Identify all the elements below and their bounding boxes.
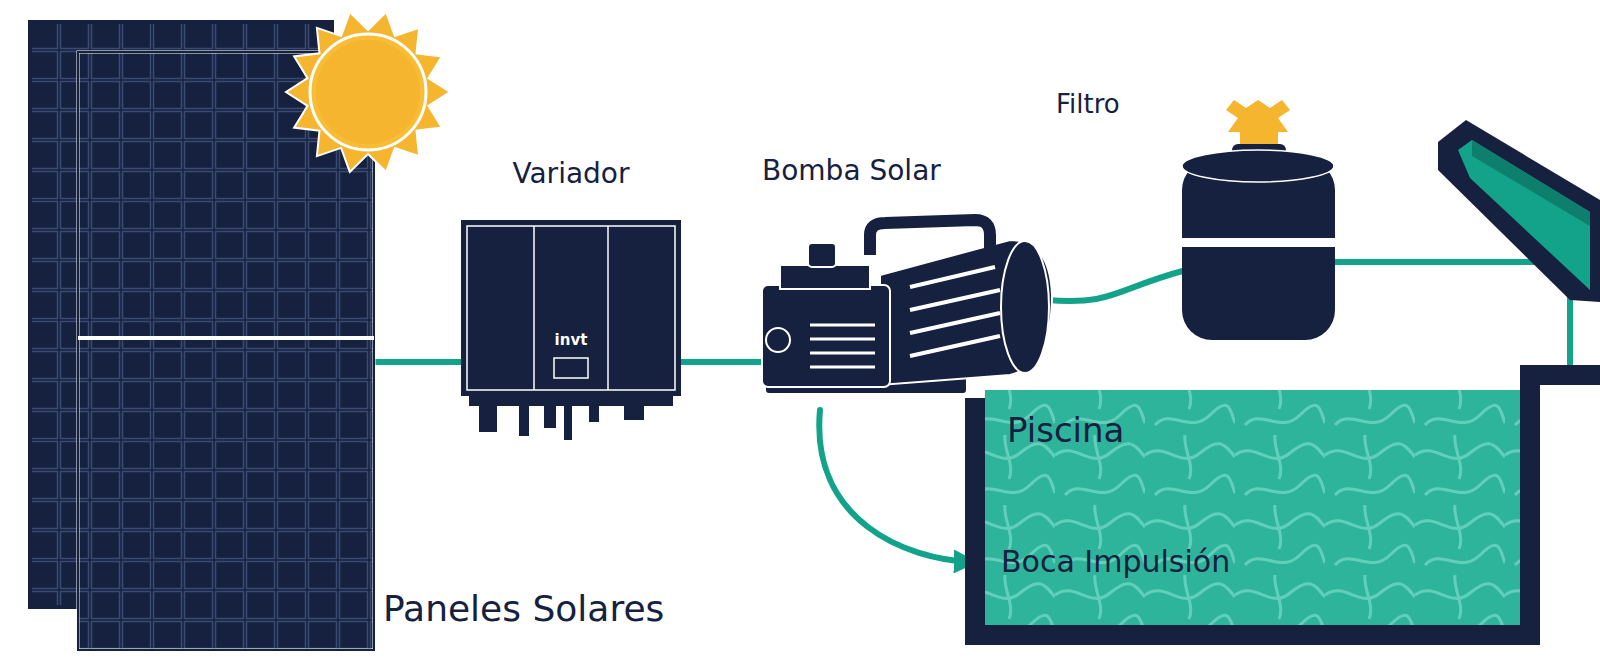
- water-pipe: [1047, 270, 1186, 301]
- component-label: Variador: [512, 158, 629, 190]
- power-cable: [681, 359, 764, 365]
- solar-pump: Bomba Solar: [760, 215, 1055, 420]
- pool: PiscinaBoca Impulsión: [965, 365, 1600, 645]
- component-label: Bomba Solar: [762, 155, 941, 187]
- filter-tank-art: [1182, 100, 1335, 345]
- variador-inverter: Variadorinvt: [459, 218, 683, 440]
- variador-inverter-art: [459, 218, 683, 440]
- brand-mark: invt: [555, 332, 588, 349]
- component-label: Filtro: [1056, 90, 1120, 120]
- inlet-label: Boca Impulsión: [1001, 545, 1230, 580]
- water-pipe: [1333, 262, 1570, 369]
- component-label: Paneles Solares: [383, 588, 664, 629]
- solar-panels-art: [28, 20, 378, 640]
- return-pipe-arrow: [819, 410, 973, 562]
- pool-art: [965, 365, 1600, 645]
- filter-tank: Filtro: [1182, 100, 1335, 345]
- solar-panels: Paneles Solares: [28, 20, 378, 640]
- solar-pump-art: [760, 215, 1055, 420]
- power-cable: [374, 359, 461, 365]
- component-label: Piscina: [1007, 411, 1124, 450]
